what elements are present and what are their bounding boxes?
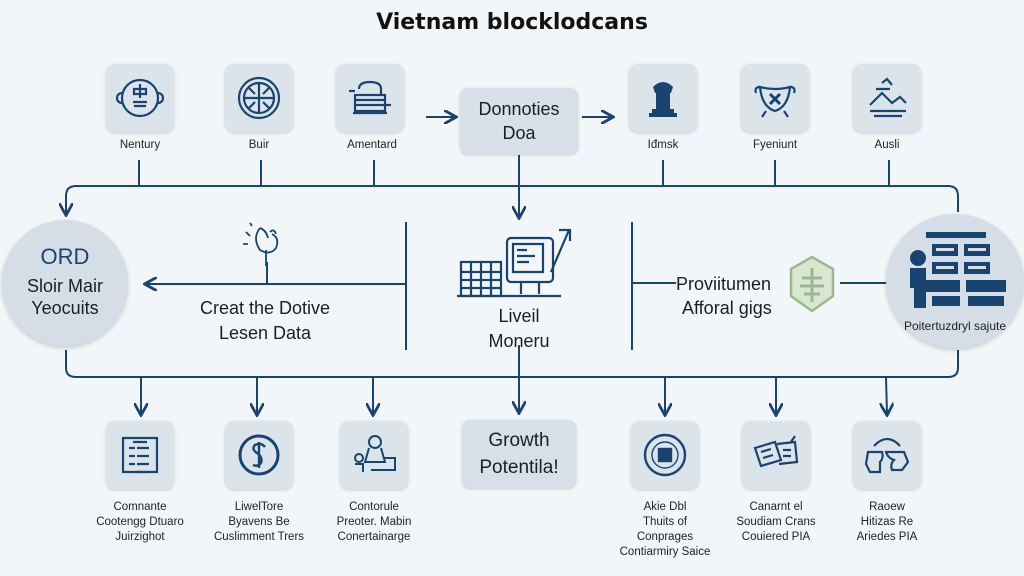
label-line: Contiarmiry Saice	[619, 546, 711, 558]
tile-top-3[interactable]	[336, 64, 404, 132]
seal-icon	[643, 433, 687, 477]
left-mid-line1: Creat the Dotive	[199, 298, 331, 318]
label-bottom-6: Raoew Hitizas Re Ariedes PIA	[817, 500, 957, 545]
left-mid-line2: Lesen Data	[218, 323, 312, 343]
label-line: Conertainarge	[337, 531, 411, 543]
label-line: Juirzighot	[115, 531, 165, 543]
label-line: Cuslimment Trers	[213, 531, 305, 543]
left-circle-node[interactable]	[2, 220, 128, 346]
people-scene-icon	[354, 435, 396, 472]
label-line: Byavens Be	[228, 516, 290, 528]
cards-icon	[753, 435, 799, 468]
puzzle-icon	[864, 437, 910, 474]
face-glyph-icon	[115, 78, 165, 118]
label-line: Akie Dbl	[643, 501, 687, 513]
label-line: Thuits of	[642, 516, 688, 528]
tile-bottom-1[interactable]	[106, 421, 174, 489]
tile-top-5[interactable]	[741, 64, 809, 132]
diagram-title: Vietnam blocklodcans	[376, 10, 648, 35]
right-mid-line1: Proviitumen	[676, 274, 772, 294]
pillar-emblem-icon	[649, 82, 677, 117]
globe-grid-icon	[237, 76, 281, 120]
shield-badge-icon	[789, 255, 835, 313]
tile-top-1[interactable]	[106, 64, 174, 132]
tile-bottom-2[interactable]	[225, 421, 293, 489]
tile-bottom-4[interactable]	[631, 421, 699, 489]
label-line: Canarnt el	[749, 501, 803, 513]
document-list-icon	[121, 436, 159, 474]
label-line: LiwelTore	[234, 501, 284, 513]
label-line: Comnante	[113, 501, 167, 513]
center-bottom-box-line2: Potentila!	[479, 457, 559, 478]
tile-top-4[interactable]	[629, 64, 697, 132]
label-line: Soudiam Crans	[736, 516, 816, 528]
tile-top-6[interactable]	[853, 64, 921, 132]
label-top-6: Ausli	[874, 139, 900, 151]
label-line: Hitizas Re	[860, 516, 914, 528]
label-line: Preoter. Mabin	[336, 516, 412, 528]
arrow-down	[886, 376, 887, 414]
center-top-box[interactable]: Donnoties Doa	[460, 88, 578, 154]
label-line: Contorule	[349, 501, 399, 513]
tile-bottom-3[interactable]	[340, 421, 408, 489]
right-mid-line2: Afforal gigs	[682, 298, 772, 318]
label-bottom-3: Contorule Preoter. Mabin Conertainarge	[304, 500, 444, 545]
label-line: Couiered PIA	[741, 531, 811, 543]
label-bottom-4: Akie Dbl Thuits of Conprages Contiarmiry…	[595, 500, 735, 560]
computer-chart-icon	[457, 228, 572, 298]
label-line: Ariedes PIA	[856, 531, 918, 543]
center-top-box-line1: Donnoties	[478, 99, 560, 119]
label-top-2: Buir	[248, 139, 270, 151]
label-top-5: Fyeniunt	[752, 139, 798, 151]
hand-sketch-icon	[243, 222, 279, 266]
label-top-3: Amentard	[347, 139, 397, 151]
landscape-icon	[869, 77, 907, 118]
center-top-box-line2: Doa	[502, 123, 536, 143]
label-line: Cootengg Dtuaro	[96, 516, 184, 528]
label-bottom-1: Comnante Cootengg Dtuaro Juirzighot	[70, 500, 210, 545]
tile-bottom-5[interactable]	[742, 421, 810, 489]
tile-top-2[interactable]	[225, 64, 293, 132]
coin-icon	[238, 434, 280, 476]
center-mid-line2: Moneru	[488, 331, 550, 351]
label-line: Raoew	[869, 501, 905, 513]
tile-bottom-6[interactable]	[853, 421, 921, 489]
center-mid-line1: Liveil	[498, 306, 540, 326]
label-top-1: Nentury	[119, 139, 161, 151]
right-circle-label: Poitertuzdryl sajute	[903, 319, 1007, 333]
label-line: Conprages	[636, 531, 694, 543]
machine-icon	[349, 80, 391, 115]
bottom-bus-line	[65, 350, 959, 378]
top-bus-line	[65, 185, 959, 212]
left-circle-heading: ORD	[40, 244, 90, 269]
center-bottom-box[interactable]: Growth Potentila!	[462, 420, 576, 488]
label-bottom-5: Canarnt el Soudiam Crans Couiered PIA	[706, 500, 846, 545]
left-circle-line2: Sloir Mair	[26, 276, 103, 296]
center-bottom-box-line1: Growth	[488, 430, 550, 451]
label-bottom-2: LiwelTore Byavens Be Cuslimment Trers	[189, 500, 329, 545]
pot-icon	[754, 85, 796, 118]
left-circle-line3: Yeocuits	[31, 298, 99, 318]
label-top-4: Iđmsk	[647, 139, 679, 151]
person-board-icon	[910, 232, 1006, 308]
